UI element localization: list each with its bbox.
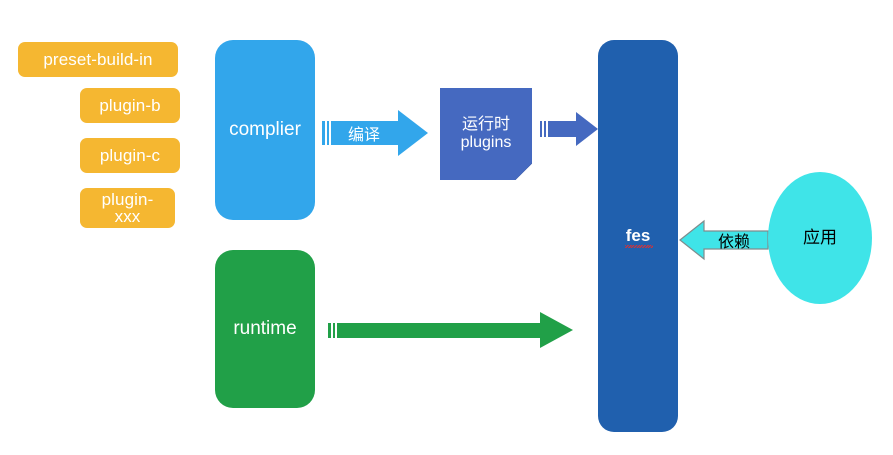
plugin-chip-preset-build-in[interactable]: preset-build-in xyxy=(18,42,178,77)
folded-corner-icon xyxy=(515,163,532,180)
node-complier[interactable]: complier xyxy=(215,40,315,220)
node-application[interactable]: 应用 xyxy=(768,172,872,304)
arrow-runtime-to-fes xyxy=(328,312,573,348)
arrow-runtime-to-fes-head xyxy=(540,312,573,348)
node-application-label: 应用 xyxy=(803,228,837,248)
arrow-plugins-to-fes-tail-mark-1 xyxy=(540,121,542,137)
arrow-depend: 依赖 xyxy=(678,215,770,265)
plugin-chip-label: plugin-c xyxy=(99,145,161,165)
arrow-plugins-to-fes xyxy=(540,112,598,146)
node-runtime-plugins[interactable]: 运行时 plugins xyxy=(440,88,532,180)
arrow-depend-shape xyxy=(679,219,769,261)
arrow-runtime-to-fes-tail-mark-1 xyxy=(328,323,331,338)
arrow-plugins-to-fes-head xyxy=(576,112,598,146)
node-runtime-plugins-label-line1: 运行时 xyxy=(461,115,510,133)
plugin-chip-label-line2: xxx xyxy=(114,207,141,226)
node-fes-label: fes xyxy=(624,225,653,248)
node-runtime[interactable]: runtime xyxy=(215,250,315,408)
arrow-plugins-to-fes-shaft xyxy=(548,121,578,137)
arrow-compile-tail-mark-2 xyxy=(327,121,329,145)
arrow-runtime-to-fes-shaft xyxy=(337,323,542,338)
plugin-chip-label: preset-build-in xyxy=(43,49,153,69)
node-complier-label: complier xyxy=(229,119,301,141)
node-runtime-plugins-label-line2: plugins xyxy=(460,134,512,151)
arrow-plugins-to-fes-tail-mark-2 xyxy=(544,121,546,137)
arrow-runtime-to-fes-tail-mark-2 xyxy=(333,323,335,338)
node-fes[interactable]: fes xyxy=(598,40,678,432)
plugin-chip-plugin-c[interactable]: plugin-c xyxy=(80,138,180,173)
arrow-compile-shaft xyxy=(331,121,401,145)
arrow-compile: 编译 xyxy=(322,110,428,156)
node-runtime-label: runtime xyxy=(233,318,297,340)
plugin-chip-plugin-b[interactable]: plugin-b xyxy=(80,88,180,123)
plugin-chip-plugin-xxx[interactable]: plugin- xxx xyxy=(80,188,175,228)
plugin-chip-label: plugin-b xyxy=(99,95,161,115)
plugin-chip-label-line1: plugin- xyxy=(101,190,154,209)
arrow-compile-head xyxy=(398,110,428,156)
arrow-compile-tail-mark-1 xyxy=(322,121,325,145)
